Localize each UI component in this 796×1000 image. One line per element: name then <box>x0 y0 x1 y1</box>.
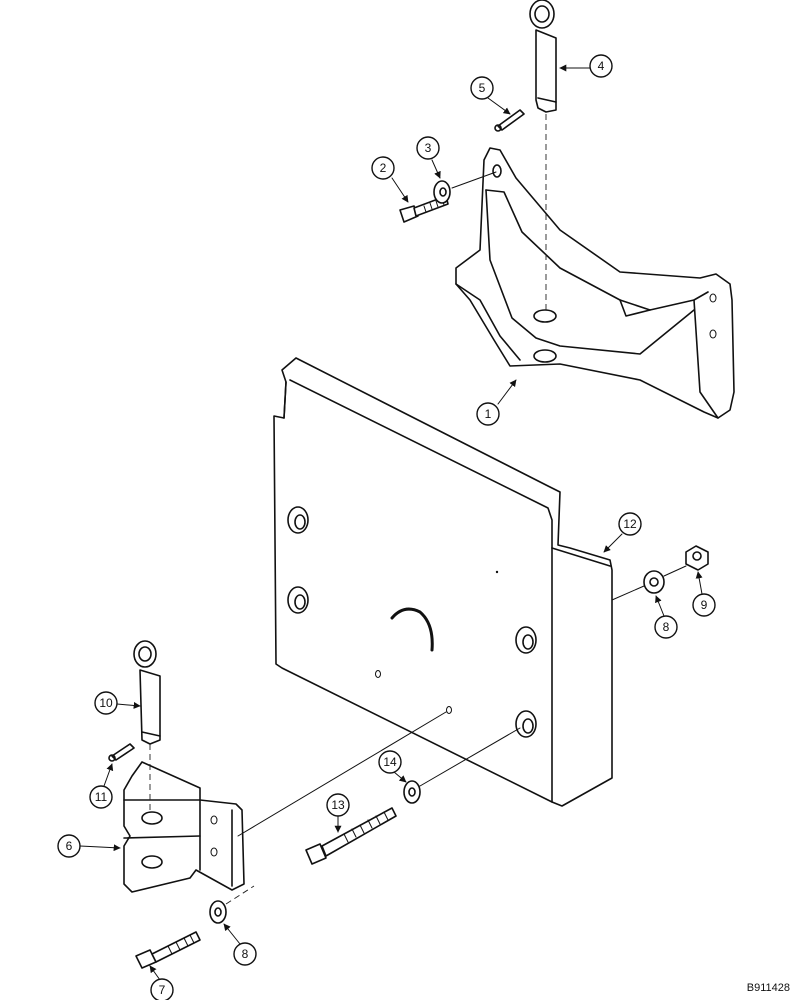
svg-text:7: 7 <box>159 983 166 997</box>
callout-9: 9 <box>692 571 716 617</box>
callout-2: 2 <box>371 156 409 203</box>
long-bolt <box>305 807 397 865</box>
svg-text:1: 1 <box>485 407 492 421</box>
svg-text:14: 14 <box>383 755 397 769</box>
hitch-bracket <box>455 147 735 419</box>
callout-10: 10 <box>94 691 141 715</box>
washer-upper <box>433 180 451 204</box>
washer-lower <box>209 900 227 924</box>
svg-text:13: 13 <box>331 798 345 812</box>
washer-large <box>403 780 421 804</box>
svg-text:5: 5 <box>479 81 486 95</box>
svg-text:6: 6 <box>66 839 73 853</box>
callout-8-lower: 8 <box>223 923 257 966</box>
hitch-pin-lower <box>133 640 161 745</box>
callout-11: 11 <box>89 763 114 809</box>
callout-4: 4 <box>559 54 613 78</box>
callout-14: 14 <box>378 750 407 783</box>
svg-text:11: 11 <box>95 790 108 804</box>
callout-13: 13 <box>326 793 350 833</box>
callout-1: 1 <box>476 379 517 426</box>
hitch-pin-upper <box>529 0 557 310</box>
callout-5: 5 <box>470 76 511 115</box>
svg-text:4: 4 <box>598 59 605 73</box>
svg-text:9: 9 <box>701 598 708 612</box>
washer-right <box>643 570 665 594</box>
callout-6: 6 <box>57 834 121 858</box>
svg-text:10: 10 <box>99 696 113 710</box>
figure-code-label: B911428 <box>746 982 790 994</box>
callout-12: 12 <box>603 512 642 553</box>
callout-8-right: 8 <box>654 595 678 639</box>
callout-7: 7 <box>149 965 174 1000</box>
callout-3: 3 <box>416 136 441 179</box>
svg-text:2: 2 <box>380 161 387 175</box>
svg-text:8: 8 <box>242 947 249 961</box>
svg-text:3: 3 <box>425 141 432 155</box>
bolt-lower <box>135 931 201 969</box>
svg-text:8: 8 <box>663 620 670 634</box>
cotter-pin-upper <box>494 109 525 132</box>
counterweight-block <box>273 357 613 807</box>
nut <box>685 545 709 571</box>
bolt-upper <box>399 195 449 223</box>
cotter-pin-lower <box>108 743 135 762</box>
clevis-bracket <box>123 761 245 893</box>
svg-text:12: 12 <box>623 517 637 531</box>
